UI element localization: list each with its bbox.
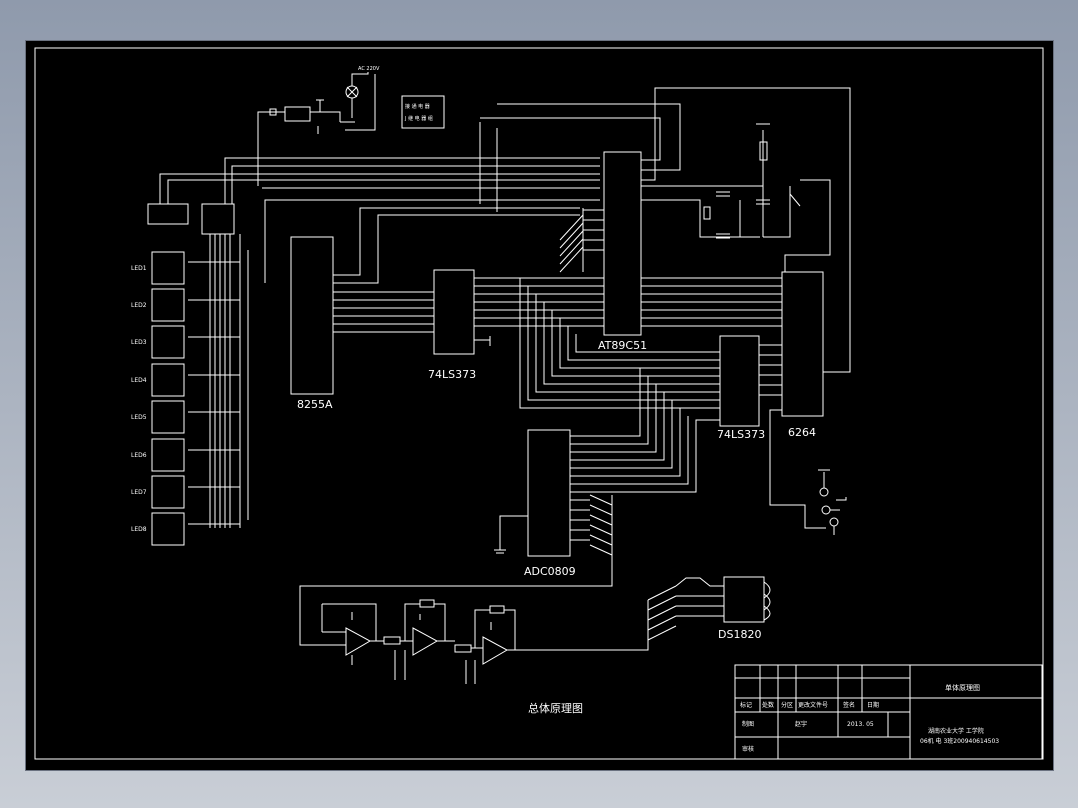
adc-bus xyxy=(519,278,782,493)
relay-note-1: 接 通 电 器 xyxy=(405,103,430,110)
tb-header: 处数 xyxy=(762,701,774,709)
control-wires xyxy=(159,87,851,373)
oscillator-reset xyxy=(641,123,831,272)
label-6264: 6264 xyxy=(788,426,816,439)
led-label: LED1 xyxy=(131,265,147,272)
drawing-sheet xyxy=(25,40,1054,771)
led-label: LED4 xyxy=(131,377,147,384)
chip-8255a xyxy=(290,236,334,395)
chip-6264 xyxy=(781,271,824,417)
ds1820-harness xyxy=(647,577,771,641)
ram-connections xyxy=(769,409,847,535)
tb-check-label: 审核 xyxy=(742,745,754,753)
tb-drawn-label: 制图 xyxy=(742,720,754,728)
title-block-drawing-name: 单体原理图 xyxy=(945,683,980,692)
label-at89c51: AT89C51 xyxy=(598,339,647,352)
led-bus xyxy=(188,234,249,528)
tb-class-id: 06机 电 3班200940614503 xyxy=(920,737,999,745)
chip-74ls373-2 xyxy=(719,335,760,427)
led-label: LED3 xyxy=(131,339,147,346)
led-label: LED7 xyxy=(131,489,147,496)
chip-adc0809 xyxy=(527,429,571,557)
led-label: LED2 xyxy=(131,302,147,309)
tb-header: 日期 xyxy=(867,701,879,709)
drawing-title: 总体原理图 xyxy=(528,701,583,715)
tb-header: 标记 xyxy=(740,701,752,709)
relay-note-2: J 继 电 器 组 xyxy=(404,115,433,122)
tb-drawn-name: 赵宇 xyxy=(795,720,807,728)
led-modules xyxy=(147,203,235,546)
relay-area xyxy=(269,72,445,134)
label-8255a: 8255A xyxy=(297,398,333,411)
data-bus xyxy=(333,277,782,346)
tb-school: 湖南农业大学 工学院 xyxy=(928,727,984,735)
inner-border xyxy=(34,47,1044,760)
amplifier-chain xyxy=(321,599,649,684)
label-74ls373-1: 74LS373 xyxy=(428,368,476,381)
led-label: LED8 xyxy=(131,526,147,533)
chip-at89c51 xyxy=(603,151,642,336)
title-block xyxy=(734,664,1043,760)
led-label: LED5 xyxy=(131,414,147,421)
tb-drawn-date: 2013. 05 xyxy=(847,721,874,728)
ac-label: AC 220V xyxy=(358,66,380,72)
chip-74ls373-1 xyxy=(433,269,475,355)
label-ds1820: DS1820 xyxy=(718,628,761,641)
led-label: LED6 xyxy=(131,452,147,459)
label-74ls373-2: 74LS373 xyxy=(717,428,765,441)
bus-diagonals xyxy=(559,208,604,273)
tb-header: 分区 xyxy=(781,701,793,709)
tb-header: 更改文件号 xyxy=(798,701,828,709)
chip-ds1820 xyxy=(723,576,765,623)
tb-header: 签名 xyxy=(843,701,855,709)
label-adc0809: ADC0809 xyxy=(524,565,576,578)
adc-output-diagonals xyxy=(299,494,613,646)
